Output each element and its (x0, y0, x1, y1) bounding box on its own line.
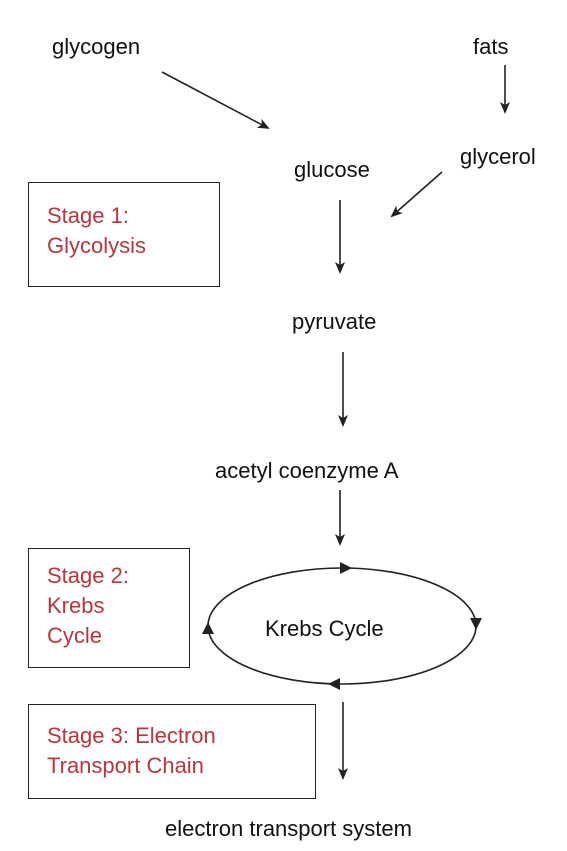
krebs-cycle-label: Krebs Cycle (265, 616, 384, 641)
stage-2-title: Stage 2: (47, 563, 129, 588)
cycle-arrowhead-right (470, 618, 482, 630)
stage-3-box: Stage 3: Electron Transport Chain (28, 704, 316, 799)
acetyl-coa-label: acetyl coenzyme A (215, 458, 399, 483)
arrow-glycogen-to-glucose (161, 71, 270, 129)
stage-1-title: Stage 1: (47, 203, 129, 228)
cycle-arrowhead-left (202, 622, 214, 634)
arrow-glycerol-to-glucose (390, 171, 443, 218)
stage-2-name-line-2: Cycle (47, 623, 103, 648)
glycerol-label: glycerol (460, 144, 536, 169)
stage-3-title: Stage 3: Electron (47, 723, 216, 748)
pyruvate-label: pyruvate (292, 309, 377, 334)
stage-1-name: Glycolysis (47, 233, 147, 258)
cycle-arrowhead-top (340, 562, 352, 574)
ets-label: electron transport system (165, 816, 412, 841)
stage-2-box: Stage 2: Krebs Cycle (28, 548, 190, 668)
glycogen-label: glycogen (52, 34, 141, 59)
fats-label: fats (473, 34, 509, 59)
cycle-arrowhead-bottom (328, 678, 340, 690)
stage-2-name-line-1: Krebs (47, 593, 105, 618)
glucose-label: glucose (294, 157, 370, 182)
stage-1-box: Stage 1: Glycolysis (28, 182, 220, 287)
stage-3-name: Transport Chain (47, 753, 204, 778)
